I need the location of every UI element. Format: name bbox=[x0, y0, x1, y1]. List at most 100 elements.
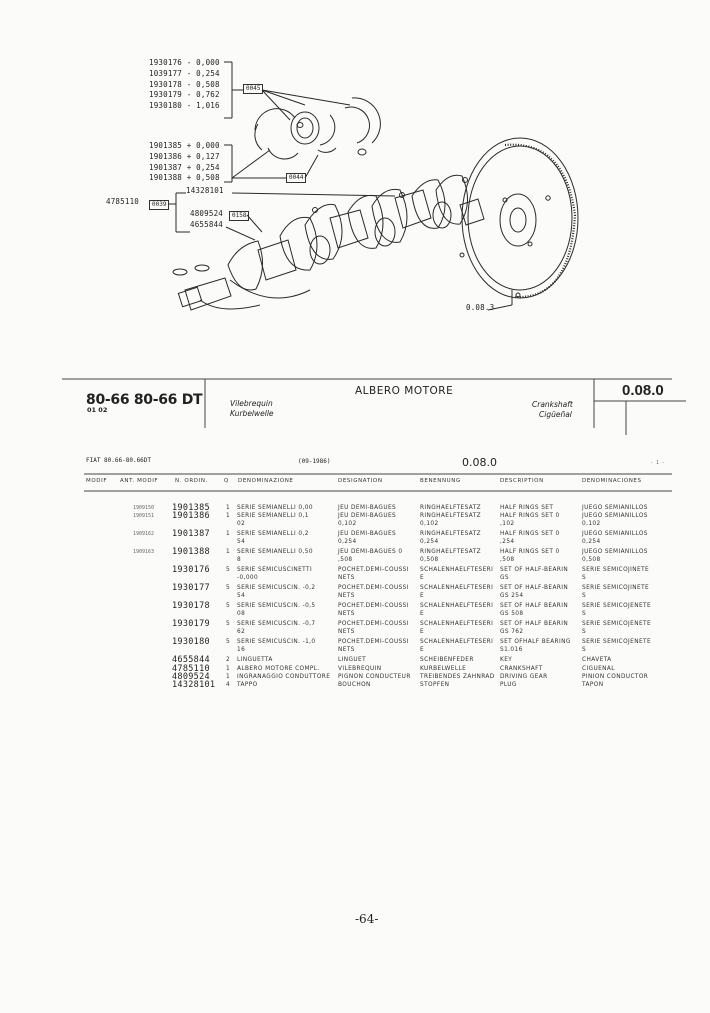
italian-cell: LINGUETTA bbox=[237, 656, 273, 664]
text-line: STOPFEN bbox=[420, 682, 450, 688]
quantity-cell: 1 bbox=[226, 505, 231, 511]
text-line: 0,102 bbox=[338, 521, 357, 528]
english-cell: DRIVING GEAR bbox=[500, 673, 548, 681]
crankshaft-drawing bbox=[168, 61, 579, 311]
text-line: KURBELWELLE bbox=[420, 666, 467, 672]
callout-crankshaft: 4785110 bbox=[106, 197, 140, 206]
text-line: DRIVING GEAR bbox=[500, 674, 548, 680]
issue-date: (09-1986) bbox=[298, 458, 331, 465]
text-line: BOUCHON bbox=[338, 682, 371, 688]
spanish-cell: JUEGO SEMIANILLOS 0,102 bbox=[582, 512, 648, 529]
text-line: SET OF HALF BEARIN bbox=[500, 603, 569, 609]
text-line: SERIE SEMIANELLI 0,1 bbox=[237, 513, 309, 519]
ref-box-0045: 0045 bbox=[243, 84, 264, 94]
text-line: PIGNON CONDUCTEUR bbox=[338, 674, 411, 680]
text-line: 0,508 bbox=[582, 557, 601, 564]
text-line: SCHALENHAELFTESERI bbox=[420, 639, 494, 645]
text-line: TREIBENDES ZAHNRAD bbox=[420, 674, 495, 680]
part-number-cell: 1930179 bbox=[172, 619, 210, 629]
table-column-headers: MODIF ANT. MODIF N. ORDIN. Q DENOMINAZIO… bbox=[0, 478, 710, 488]
english-cell: CRANKSHAFT bbox=[500, 665, 543, 673]
text-line: 54 bbox=[237, 539, 246, 546]
col-n-ordin: N. ORDIN. bbox=[175, 478, 208, 484]
col-denominazione: DENOMINAZIONE bbox=[238, 478, 294, 484]
german-cell: KURBELWELLE bbox=[420, 665, 466, 673]
quantity-cell: 1 bbox=[226, 531, 231, 537]
ref-box-0039: 0039 bbox=[149, 200, 170, 210]
text-line: E bbox=[420, 611, 425, 618]
text-line: HALF RINGS SET 0 bbox=[500, 531, 560, 537]
text-line: S bbox=[582, 629, 587, 636]
text-line: SCHALENHAELFTESERI bbox=[420, 621, 494, 627]
text-line: JEU DEMI-BAGUES bbox=[338, 513, 397, 519]
text-line: SERIE SEMIANELLI 0,00 bbox=[237, 505, 313, 511]
english-cell: HALF RINGS SET bbox=[500, 504, 553, 512]
text-line: JEU DEMI-BAGUES 0 bbox=[338, 549, 403, 555]
text-line: LINGUET bbox=[338, 657, 367, 663]
ref-box-0158: 0158 bbox=[229, 211, 250, 221]
text-line: 0,102 bbox=[582, 521, 601, 528]
part-number-cell: 4655844 bbox=[172, 655, 210, 665]
page-mark: - 1 - bbox=[650, 460, 666, 466]
text-line: GS 508 bbox=[500, 611, 524, 618]
text-line: POCHET.DEMI-COUSSI bbox=[338, 585, 409, 591]
text-line: ,508 bbox=[500, 557, 515, 564]
section-title: ALBERO MOTORE bbox=[355, 385, 454, 397]
col-description: DESCRIPTION bbox=[500, 478, 544, 484]
text-line: NETS bbox=[338, 629, 355, 636]
french-cell: POCHET.DEMI-COUSSI NETS bbox=[338, 620, 409, 637]
italian-cell: SERIE SEMICUSCIN. -0,5 08 bbox=[237, 602, 316, 619]
italian-cell: SERIE SEMICUSCINETTI-0,000 bbox=[237, 566, 312, 583]
quantity-cell: 5 bbox=[226, 567, 231, 573]
text-line: SERIE SEMIANELLI 0,2 bbox=[237, 531, 309, 537]
part-number-cell: 4809524 bbox=[172, 672, 210, 682]
text-line: HALF RINGS SET 0 bbox=[500, 513, 560, 519]
part-number-cell: 1930176 bbox=[172, 565, 210, 575]
spanish-cell: PINION CONDUCTOR bbox=[582, 673, 648, 681]
text-line: LINGUETTA bbox=[237, 657, 273, 663]
french-cell: PIGNON CONDUCTEUR bbox=[338, 673, 411, 681]
text-line: SERIE SEMICUSCIN. -0,5 bbox=[237, 603, 316, 609]
quantity-cell: 1 bbox=[226, 666, 231, 672]
text-line: RINGHAELFTESATZ bbox=[420, 531, 482, 537]
text-line: 0,102 bbox=[420, 521, 439, 528]
text-line: 08 bbox=[237, 611, 246, 618]
text-line: GS bbox=[500, 575, 509, 582]
callout-row: 1930176 - 0,000 bbox=[149, 58, 220, 67]
text-line: CRANKSHAFT bbox=[500, 666, 543, 672]
quantity-cell: 1 bbox=[226, 674, 231, 680]
french-cell: JEU DEMI-BAGUES 0,102 bbox=[338, 512, 396, 529]
text-line: POCHET.DEMI-COUSSI bbox=[338, 621, 409, 627]
english-cell: KEY bbox=[500, 656, 512, 664]
text-line: JEU DEMI-BAGUES bbox=[338, 505, 397, 511]
text-line: JUEGO SEMIANILLOS bbox=[582, 513, 648, 519]
text-line: SET OF HALF-BEARIN bbox=[500, 585, 569, 591]
text-line: 0,254 bbox=[582, 539, 601, 546]
part-number-cell: 1901385 bbox=[172, 503, 210, 513]
text-line: VILEBREQUIN bbox=[338, 666, 382, 672]
text-line: 62 bbox=[237, 629, 246, 636]
italian-cell: ALBERO MOTORE COMPL. bbox=[237, 665, 320, 673]
text-line: RINGHAELFTESATZ bbox=[420, 549, 482, 555]
text-line: GS 762 bbox=[500, 629, 524, 636]
text-line: INGRANAGGIO CONDUTTORE bbox=[237, 674, 331, 680]
german-cell: SCHEIBENFEDER bbox=[420, 656, 474, 664]
text-line: GS 254 bbox=[500, 593, 524, 600]
name-es: Cigüeñal bbox=[539, 410, 572, 419]
text-line: NETS bbox=[338, 611, 355, 618]
german-cell: TREIBENDES ZAHNRAD bbox=[420, 673, 495, 681]
quantity-cell: 1 bbox=[226, 513, 231, 519]
col-ant-modif: ANT. MODIF bbox=[120, 478, 159, 484]
callout-row: 1930180 - 1,016 bbox=[149, 101, 220, 111]
